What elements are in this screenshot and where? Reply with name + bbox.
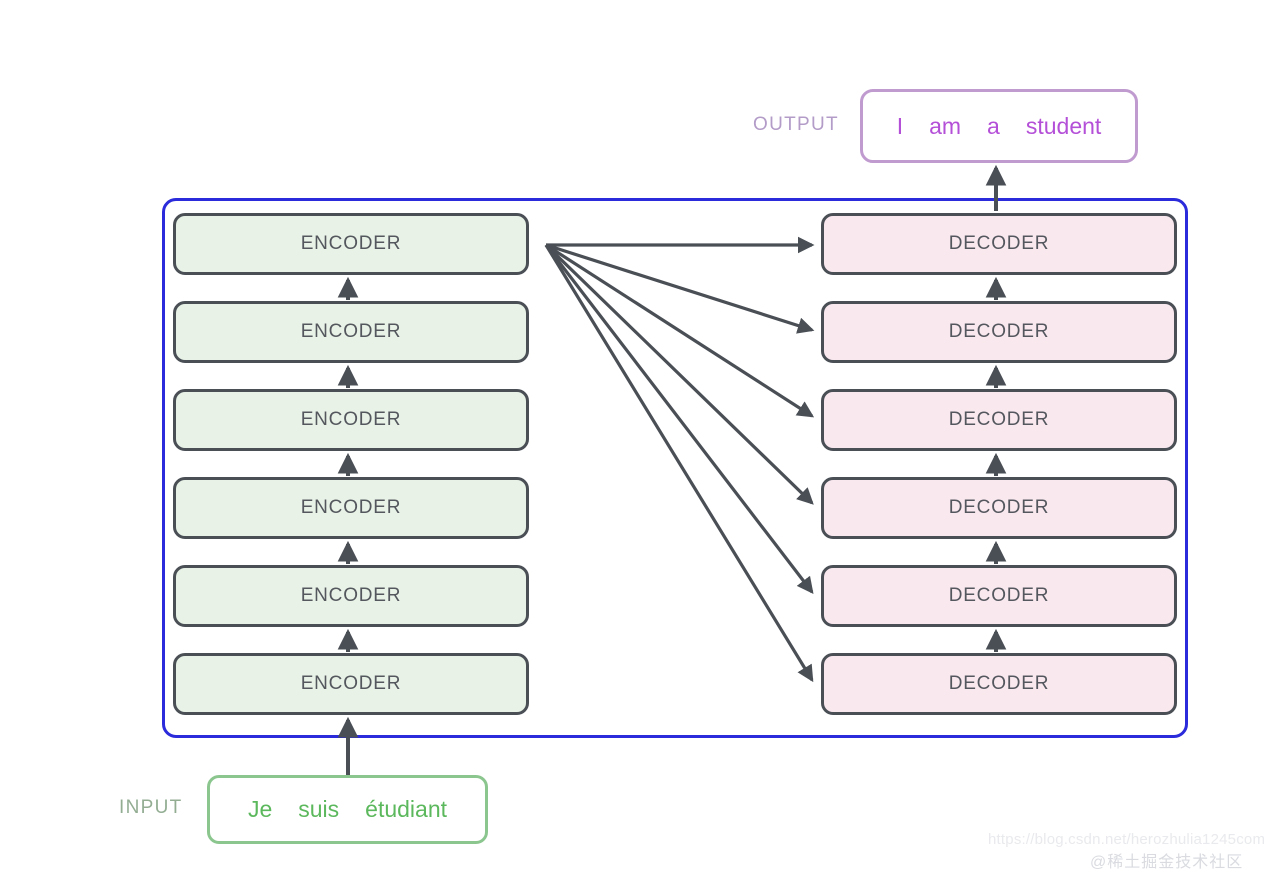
- input-token-row: Je suis étudiant: [248, 796, 447, 823]
- input-token: Je: [247, 796, 273, 822]
- input-token: étudiant: [365, 796, 448, 822]
- output-token: I: [896, 112, 904, 139]
- encoder-box-4[interactable]: ENCODER: [173, 477, 529, 539]
- encoder-box-1[interactable]: ENCODER: [173, 213, 529, 275]
- input-token: suis: [298, 796, 340, 822]
- output-token: am: [929, 112, 962, 139]
- input-box[interactable]: Je suis étudiant: [207, 775, 488, 844]
- decoder-box-2[interactable]: DECODER: [821, 301, 1177, 363]
- encoder-label: ENCODER: [300, 497, 402, 518]
- decoder-label: DECODER: [948, 233, 1050, 254]
- decoder-label: DECODER: [948, 673, 1050, 694]
- watermark-brand: @稀土掘金技术社区: [1090, 854, 1244, 871]
- decoder-label: DECODER: [948, 321, 1050, 342]
- output-box[interactable]: I am a student: [860, 89, 1138, 163]
- encoder-label: ENCODER: [300, 233, 402, 254]
- encoder-label: ENCODER: [300, 673, 402, 694]
- encoder-box-2[interactable]: ENCODER: [173, 301, 529, 363]
- input-label: INPUT: [119, 797, 183, 818]
- decoder-box-3[interactable]: DECODER: [821, 389, 1177, 451]
- decoder-label: DECODER: [948, 497, 1050, 518]
- output-token-row: I am a student: [897, 113, 1102, 140]
- decoder-box-6[interactable]: DECODER: [821, 653, 1177, 715]
- transformer-frame: [162, 198, 1188, 738]
- encoder-box-5[interactable]: ENCODER: [173, 565, 529, 627]
- output-label: OUTPUT: [753, 114, 839, 135]
- decoder-box-1[interactable]: DECODER: [821, 213, 1177, 275]
- encoder-label: ENCODER: [300, 409, 402, 430]
- output-token: a: [987, 112, 1000, 139]
- encoder-label: ENCODER: [300, 585, 402, 606]
- encoder-box-6[interactable]: ENCODER: [173, 653, 529, 715]
- output-token: student: [1025, 112, 1102, 139]
- decoder-label: DECODER: [948, 409, 1050, 430]
- decoder-label: DECODER: [948, 585, 1050, 606]
- encoder-box-3[interactable]: ENCODER: [173, 389, 529, 451]
- watermark-url: https://blog.csdn.net/herozhulia1245com: [988, 831, 1266, 848]
- decoder-box-4[interactable]: DECODER: [821, 477, 1177, 539]
- encoder-label: ENCODER: [300, 321, 402, 342]
- decoder-box-5[interactable]: DECODER: [821, 565, 1177, 627]
